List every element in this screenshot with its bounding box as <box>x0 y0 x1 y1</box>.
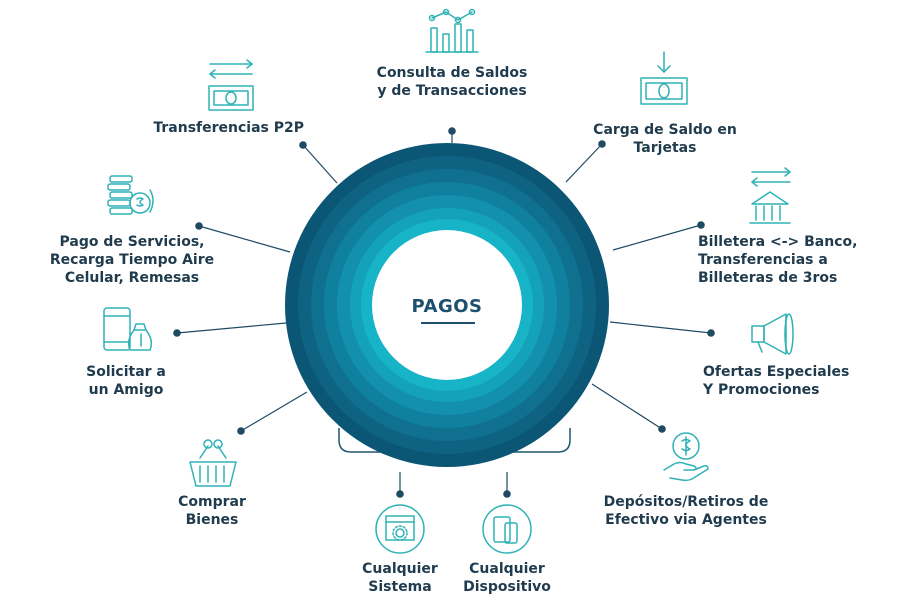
connector-dot-carga <box>598 140 606 148</box>
label-line: Dispositivo <box>463 579 551 595</box>
connector-dot-ofertas <box>707 329 715 337</box>
label-billetera: Billetera <-> Banco, Transferencias a Bill… <box>698 233 857 287</box>
concentric-rings <box>285 143 609 467</box>
basket-icon <box>189 439 237 487</box>
label-consulta: Consulta de Saldos y de Transacciones <box>377 64 528 100</box>
connector-dot-billetera <box>697 221 705 229</box>
label-ofertas: Ofertas Especiales Y Promociones <box>703 363 849 399</box>
label-carga: Carga de Saldo en Tarjetas <box>593 121 737 157</box>
label-line: Depósitos/Retiros de <box>603 494 769 510</box>
banknote-download-icon <box>640 51 688 105</box>
connector-p2p <box>302 144 338 184</box>
label-line: Cualquier <box>469 561 545 577</box>
connector-solicitar <box>176 322 287 334</box>
label-line: Cualquier <box>362 561 438 577</box>
phone-money-bag-icon <box>103 307 153 351</box>
label-line: Billetera <-> Banco, <box>698 234 858 250</box>
connector-depositos <box>591 383 663 430</box>
connector-dot-servicios <box>195 222 203 230</box>
connector-ofertas <box>609 321 712 334</box>
connector-dot-solicitar <box>173 329 181 337</box>
label-line: Carga de Saldo en <box>593 122 737 138</box>
center-title: PAGOS <box>411 296 483 317</box>
connector-dot-sistema <box>396 490 404 498</box>
hand-coin-icon <box>663 432 709 482</box>
label-line: Billeteras de 3ros <box>698 270 838 286</box>
connectors <box>173 127 715 498</box>
connector-dot-dispositivo <box>503 490 511 498</box>
connector-dot-depositos <box>658 425 666 433</box>
connector-carga <box>565 143 603 183</box>
label-line: Comprar <box>178 494 246 510</box>
connector-comprar <box>240 391 308 432</box>
label-line: Solicitar a <box>86 364 166 380</box>
coins-cycle-icon <box>107 175 154 215</box>
label-line: Consulta de Saldos <box>376 65 528 81</box>
label-depositos: Depósitos/Retiros de Efectivo via Agentes <box>604 493 769 529</box>
megaphone-icon <box>751 313 794 355</box>
label-line: un Amigo <box>88 382 164 398</box>
devices-icon <box>482 504 532 554</box>
banknote-exchange-icon <box>208 59 254 111</box>
label-p2p: Transferencias P2P <box>153 119 304 137</box>
connector-servicios <box>198 225 291 253</box>
label-line: Recarga Tiempo Aire <box>49 252 215 268</box>
label-line: Y Promociones <box>703 382 820 398</box>
label-line: Celular, Remesas <box>64 270 200 286</box>
label-line: y de Transacciones <box>377 83 527 99</box>
label-line: Pago de Servicios, <box>59 234 205 250</box>
connector-dot-comprar <box>237 427 245 435</box>
connector-dot-consulta <box>448 127 456 135</box>
center-disc <box>372 230 522 380</box>
label-line: Transferencias P2P <box>153 120 304 136</box>
label-line: Efectivo via Agentes <box>605 512 767 528</box>
bank-transfer-icon <box>749 167 791 224</box>
browser-gear-icon <box>375 504 425 554</box>
label-line: Transferencias a <box>698 252 828 268</box>
connector-billetera <box>612 224 702 251</box>
label-line: Sistema <box>368 579 432 595</box>
label-line: Bienes <box>185 512 239 528</box>
connector-dot-p2p <box>299 141 307 149</box>
label-line: Ofertas Especiales <box>703 364 850 380</box>
label-solicitar: Solicitar a un Amigo <box>86 363 166 399</box>
label-line: Tarjetas <box>633 140 697 156</box>
bar-chart-icon <box>425 8 479 53</box>
